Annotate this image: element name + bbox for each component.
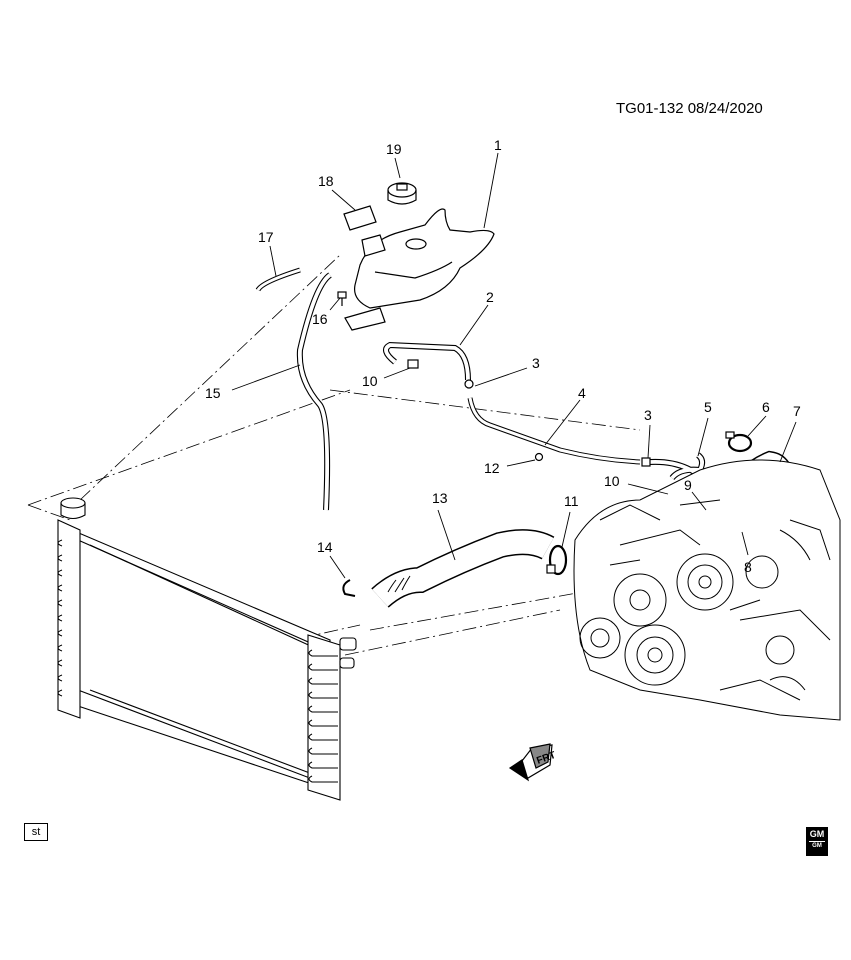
callout-10a: 10 bbox=[362, 373, 378, 389]
coolant-reservoir bbox=[344, 208, 495, 331]
callout-2: 2 bbox=[486, 289, 494, 305]
callout-3a: 3 bbox=[532, 355, 540, 371]
fitting-3b bbox=[641, 457, 651, 467]
callout-8: 8 bbox=[744, 559, 752, 575]
reservoir-label bbox=[343, 205, 377, 231]
fitting-10a bbox=[407, 359, 419, 369]
diagram-reference-code: TG01-132 08/24/2020 bbox=[616, 100, 763, 117]
callout-1: 1 bbox=[494, 137, 502, 153]
callout-labels: 1 2 3 3 4 5 6 7 8 9 10 10 11 12 13 14 15… bbox=[205, 137, 801, 767]
gm-logo-sub: GM bbox=[809, 841, 825, 851]
callout-17: 17 bbox=[258, 229, 274, 245]
clip-14 bbox=[342, 579, 356, 597]
gm-logo-text: GM bbox=[809, 829, 825, 839]
radiator bbox=[57, 497, 357, 801]
bolt-16 bbox=[337, 291, 347, 306]
callout-19: 19 bbox=[386, 141, 402, 157]
radiator-right-tank bbox=[307, 634, 357, 801]
callout-14: 14 bbox=[317, 539, 333, 555]
callout-12: 12 bbox=[484, 460, 500, 476]
reservoir-cap bbox=[387, 182, 417, 205]
callout-7: 7 bbox=[793, 403, 801, 419]
radiator-filler-neck bbox=[60, 497, 86, 520]
fitting-3a bbox=[464, 379, 474, 389]
callout-13: 13 bbox=[432, 490, 448, 506]
callout-9: 9 bbox=[684, 477, 692, 493]
callout-18: 18 bbox=[318, 173, 334, 189]
bolt-12 bbox=[534, 452, 544, 462]
callout-3b: 3 bbox=[644, 407, 652, 423]
leader-lines bbox=[231, 152, 797, 579]
callout-16: 16 bbox=[312, 311, 328, 327]
radiator-left-tank bbox=[57, 519, 81, 719]
st-symbol-box: st bbox=[24, 823, 48, 841]
callout-10b: 10 bbox=[604, 473, 620, 489]
clamp-6 bbox=[725, 431, 753, 453]
gm-logo: GM GM bbox=[806, 827, 828, 856]
pipe-4 bbox=[467, 397, 641, 465]
callout-15: 15 bbox=[205, 385, 221, 401]
front-direction-marker bbox=[508, 743, 553, 782]
engine-assembly bbox=[573, 459, 841, 721]
clamp-11 bbox=[546, 544, 568, 576]
callout-6: 6 bbox=[762, 399, 770, 415]
callout-11: 11 bbox=[564, 493, 579, 509]
callout-5: 5 bbox=[704, 399, 712, 415]
callout-4: 4 bbox=[578, 385, 586, 401]
